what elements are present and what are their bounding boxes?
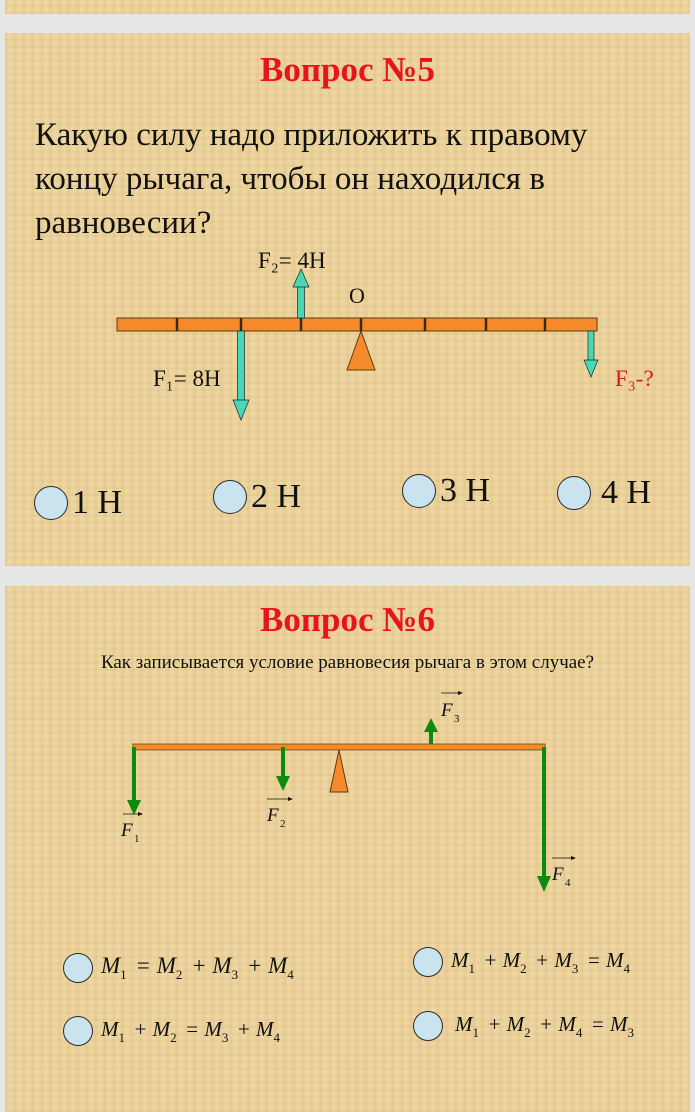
pivot-triangle [329,749,349,793]
answer-option-3[interactable]: M1 + M2 = M3 + M4 [63,1016,283,1046]
answer-option-3[interactable]: 3 Н [402,472,490,510]
slide-question-6: Вопрос №6 Как записывается условие равно… [5,586,690,1112]
force-f2-label: F 2 [266,797,293,830]
radio-button[interactable] [34,486,68,520]
answer-option-1[interactable]: 1 Н [34,484,122,522]
force-f1-arrow [232,330,250,421]
force-f4-subscript: 4 [565,877,571,889]
force-f2-arrow [292,268,310,319]
radio-button[interactable] [63,953,93,983]
pivot-triangle [346,329,376,371]
force-f1-label: F₁= 8Н [153,366,221,391]
radio-button[interactable] [63,1016,93,1046]
equation: M1 + M2 + M4 = M3 [455,1011,635,1040]
vector-labels: F 1 F 2 F 3 F 4 [120,691,576,889]
answer-label: 4 Н [601,474,652,511]
answer-label: 2 Н [251,478,302,515]
equation: M1 = M2 + M3 + M4 [101,953,294,982]
force-f3-letter: F [440,700,453,721]
force-f2-label: F₂= 4Н [258,248,326,273]
answer-option-2[interactable]: M1 + M2 + M3 = M4 [413,947,633,977]
force-f4-label: F 4 [551,856,576,889]
pivot-label: О [349,283,365,308]
force-f3-label: F 3 [440,691,463,725]
force-f3-arrow [424,718,438,744]
radio-button[interactable] [413,947,443,977]
answer-option-1[interactable]: M1 = M2 + M3 + M4 [63,953,297,983]
force-f2-subscript: 2 [280,818,286,830]
question-text: Какую силу надо приложить к правому конц… [35,117,588,241]
previous-slide-edge [5,0,690,14]
lever-diagram: F 1 F 2 F 3 F 4 [120,691,576,892]
slide-question-5: Вопрос №5 Какую силу надо приложить к пр… [5,33,690,566]
force-f1-label: F 1 [120,812,143,845]
lever-diagram: F₂= 4Н О F₁= 8Н F₃-? [116,248,654,421]
answer-option-4[interactable]: 4 Н [557,474,651,512]
equation: M1 + M2 + M3 = M4 [451,947,631,976]
slide-title: Вопрос №5 [260,50,435,89]
equation: M1 + M2 = M3 + M4 [101,1016,281,1045]
slide-title: Вопрос №6 [260,600,435,639]
radio-button[interactable] [402,474,436,508]
force-f1-arrow [127,747,141,815]
force-f3-label: F₃-? [615,366,654,391]
force-f1-letter: F [120,820,133,841]
answer-option-2[interactable]: 2 Н [213,478,301,516]
force-f1-subscript: 1 [134,833,140,845]
radio-button[interactable] [557,476,591,510]
force-f2-arrow [276,747,290,791]
lever-bar [132,743,546,751]
answer-option-4[interactable]: M1 + M2 + M4 = M3 [413,1011,637,1041]
radio-button[interactable] [413,1011,443,1041]
force-f3-subscript: 3 [454,713,460,725]
force-f3-arrow [583,330,599,378]
answer-label: 3 Н [440,472,491,509]
lever-divisions [175,318,547,331]
force-f2-letter: F [266,805,279,826]
answer-label: 1 Н [72,484,123,521]
lever-bar [116,317,598,332]
radio-button[interactable] [213,480,247,514]
force-f4-letter: F [551,864,564,885]
question-text: Как записывается условие равновесия рыча… [100,652,595,673]
force-f4-arrow [537,747,551,892]
